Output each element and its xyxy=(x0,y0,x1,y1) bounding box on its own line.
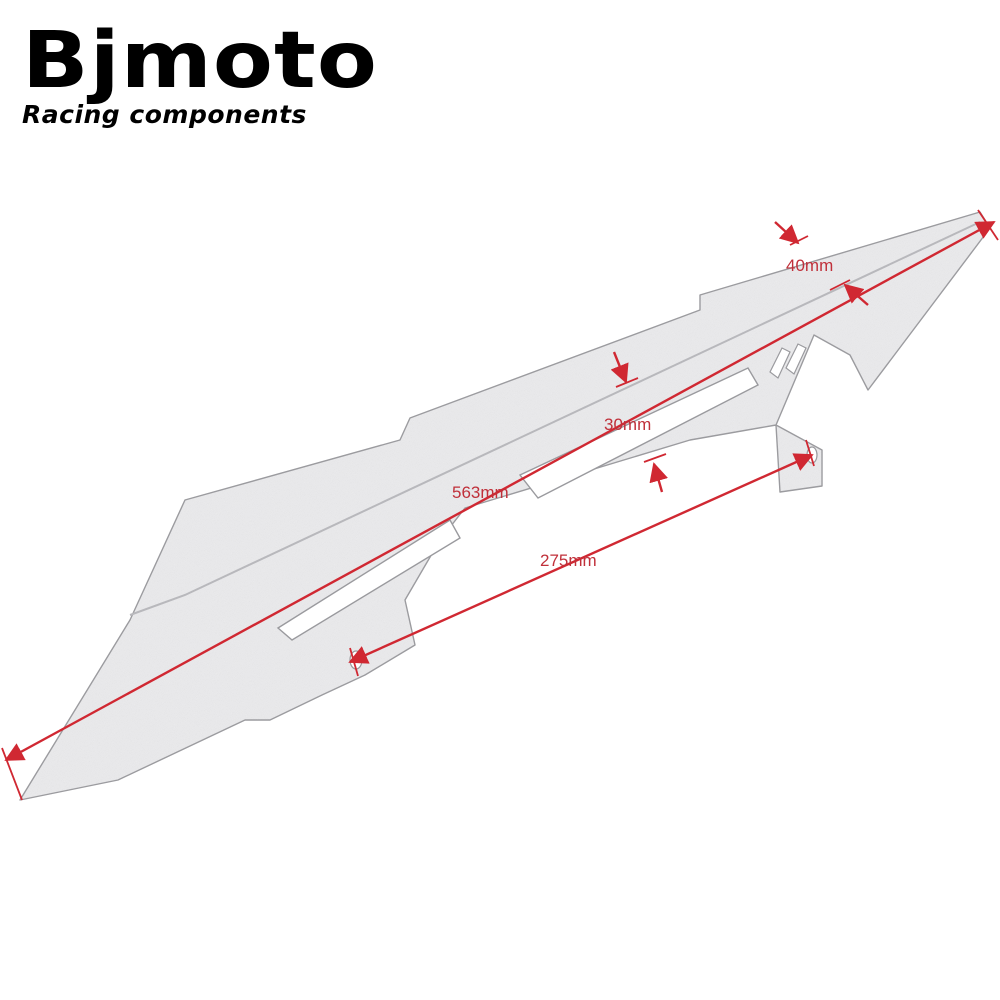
brand-name: Bjmoto xyxy=(22,16,379,106)
mount-spacing-tick-left xyxy=(349,647,359,677)
chain-guard-part xyxy=(19,211,991,801)
slot-width-arrow-lower xyxy=(649,462,668,493)
mount-spacing-dimension-line xyxy=(348,453,814,664)
brand-logo: Bjmoto Racing components xyxy=(22,18,377,129)
slot-width-arrow-upper xyxy=(610,351,629,384)
chain-guard-texture xyxy=(20,212,990,800)
top-width-arrow-upper xyxy=(774,221,800,245)
dimension-annotations xyxy=(1,209,999,801)
mount-spacing-label: 275mm xyxy=(540,551,597,570)
overall-length-end-tick-right xyxy=(977,209,999,241)
overall-length-label: 563mm xyxy=(452,483,509,502)
slot-width-label: 30mm xyxy=(604,415,651,434)
top-width-arrow-lower xyxy=(843,283,869,306)
top-width-arrow-lower-tick xyxy=(829,279,851,291)
top-width-arrow-upper-tick xyxy=(789,235,809,246)
slot-width-arrow-upper-tick xyxy=(615,377,639,388)
mount-spacing-tick-right xyxy=(805,439,815,467)
slot-width-arrow-lower-tick xyxy=(643,453,667,463)
overall-length-end-tick-left xyxy=(1,747,23,801)
top-width-label: 40mm xyxy=(786,256,833,275)
brand-tagline: Racing components xyxy=(22,100,307,129)
